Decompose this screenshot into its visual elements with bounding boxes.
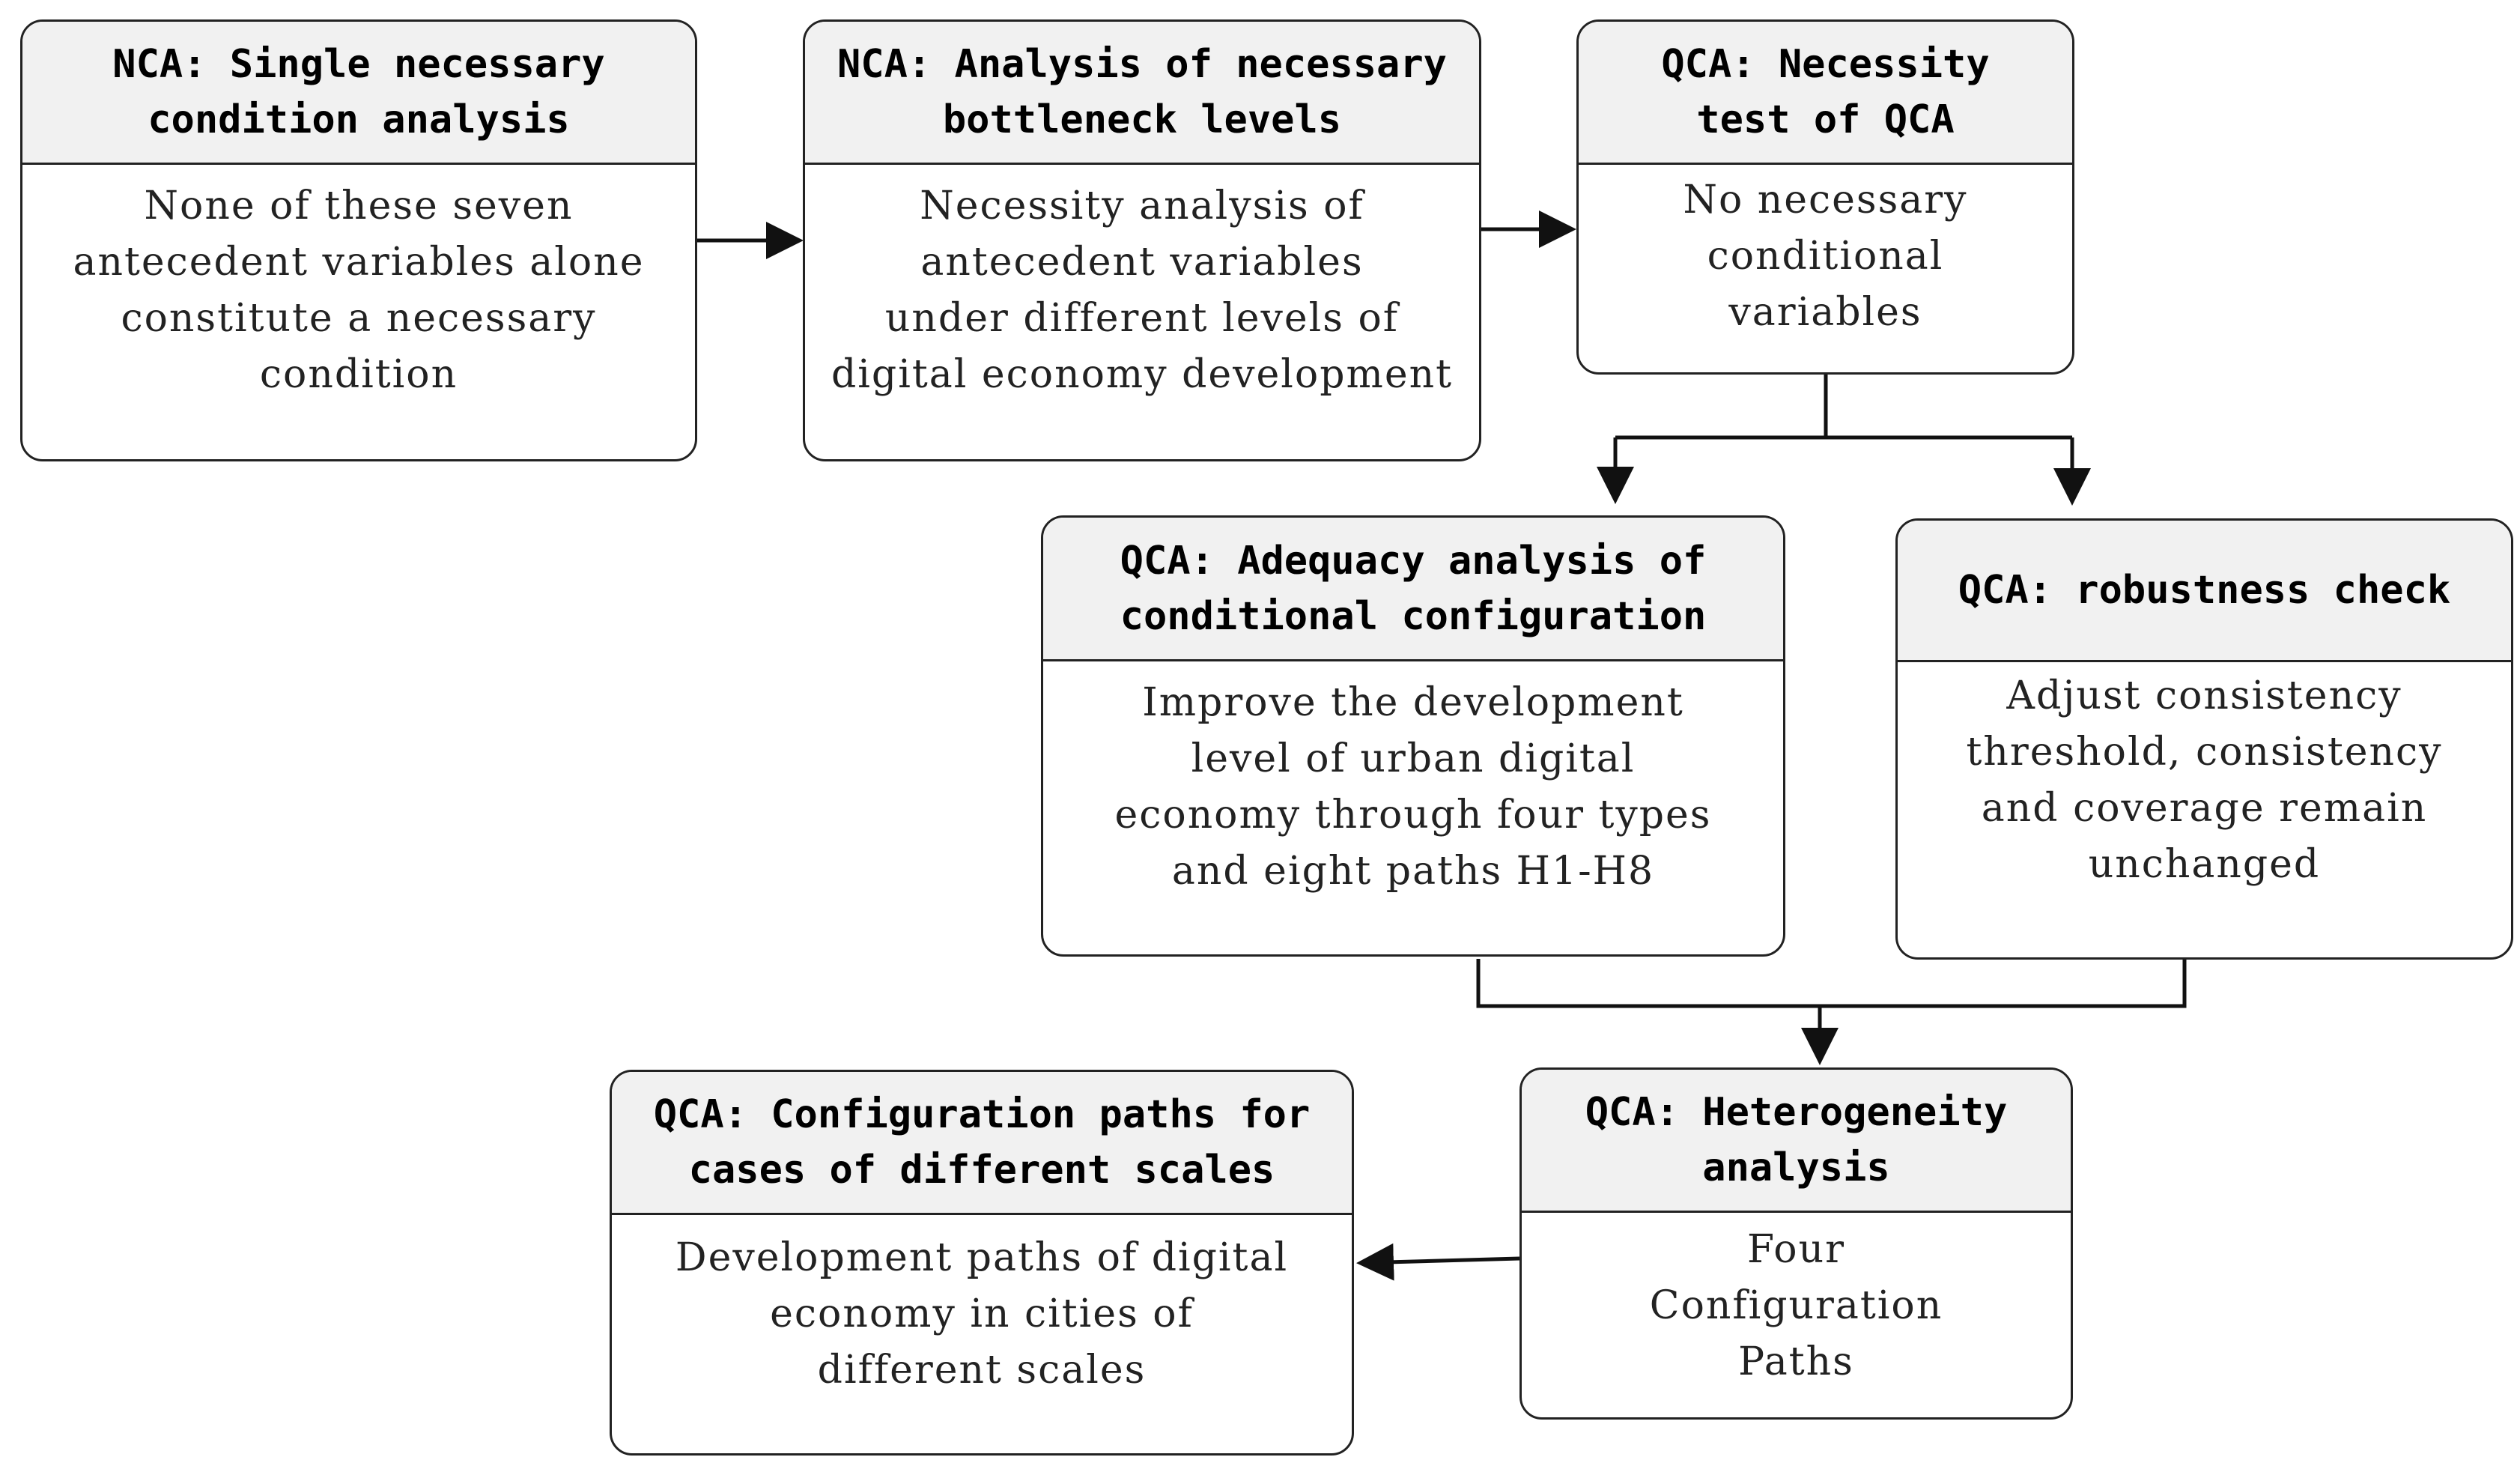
- node-nca-single-condition: NCA: Single necessary condition analysis…: [20, 19, 697, 461]
- node-body: Development paths of digital economy in …: [675, 1235, 1289, 1393]
- connector-merge-to-heterogeneity: [1476, 959, 2187, 1008]
- node-title: QCA: Adequacy analysis of conditional co…: [1043, 518, 1783, 661]
- node-qca-adequacy-analysis: QCA: Adequacy analysis of conditional co…: [1041, 515, 1785, 957]
- node-body: No necessary conditional variables: [1683, 178, 1968, 335]
- node-title: QCA: Configuration paths for cases of di…: [612, 1072, 1352, 1215]
- node-nca-bottleneck-levels: NCA: Analysis of necessary bottleneck le…: [803, 19, 1481, 461]
- node-title: QCA: Heterogeneity analysis: [1522, 1070, 2071, 1213]
- node-body: Four Configuration Paths: [1649, 1227, 1943, 1384]
- node-qca-heterogeneity-analysis: QCA: Heterogeneity analysis Four Configu…: [1519, 1067, 2073, 1420]
- node-qca-necessity-test: QCA: Necessity test of QCA No necessary …: [1576, 19, 2074, 375]
- node-body: None of these seven antecedent variables…: [73, 184, 645, 397]
- node-body: Adjust consistency threshold, consistenc…: [1966, 673, 2443, 887]
- arrow-heterogeneity-to-scales: [1356, 1243, 1520, 1281]
- node-title: NCA: Analysis of necessary bottleneck le…: [805, 22, 1479, 165]
- node-body: Improve the development level of urban d…: [1114, 680, 1712, 894]
- node-title: QCA: Necessity test of QCA: [1579, 22, 2072, 165]
- node-body: Necessity analysis of antecedent variabl…: [831, 184, 1453, 397]
- connector-necessity-split: [1615, 374, 2072, 440]
- node-qca-robustness-check: QCA: robustness check Adjust consistency…: [1895, 518, 2513, 960]
- node-qca-configuration-scales: QCA: Configuration paths for cases of di…: [610, 1070, 1354, 1456]
- node-title: QCA: robustness check: [1898, 521, 2511, 662]
- node-title: NCA: Single necessary condition analysis: [22, 22, 695, 165]
